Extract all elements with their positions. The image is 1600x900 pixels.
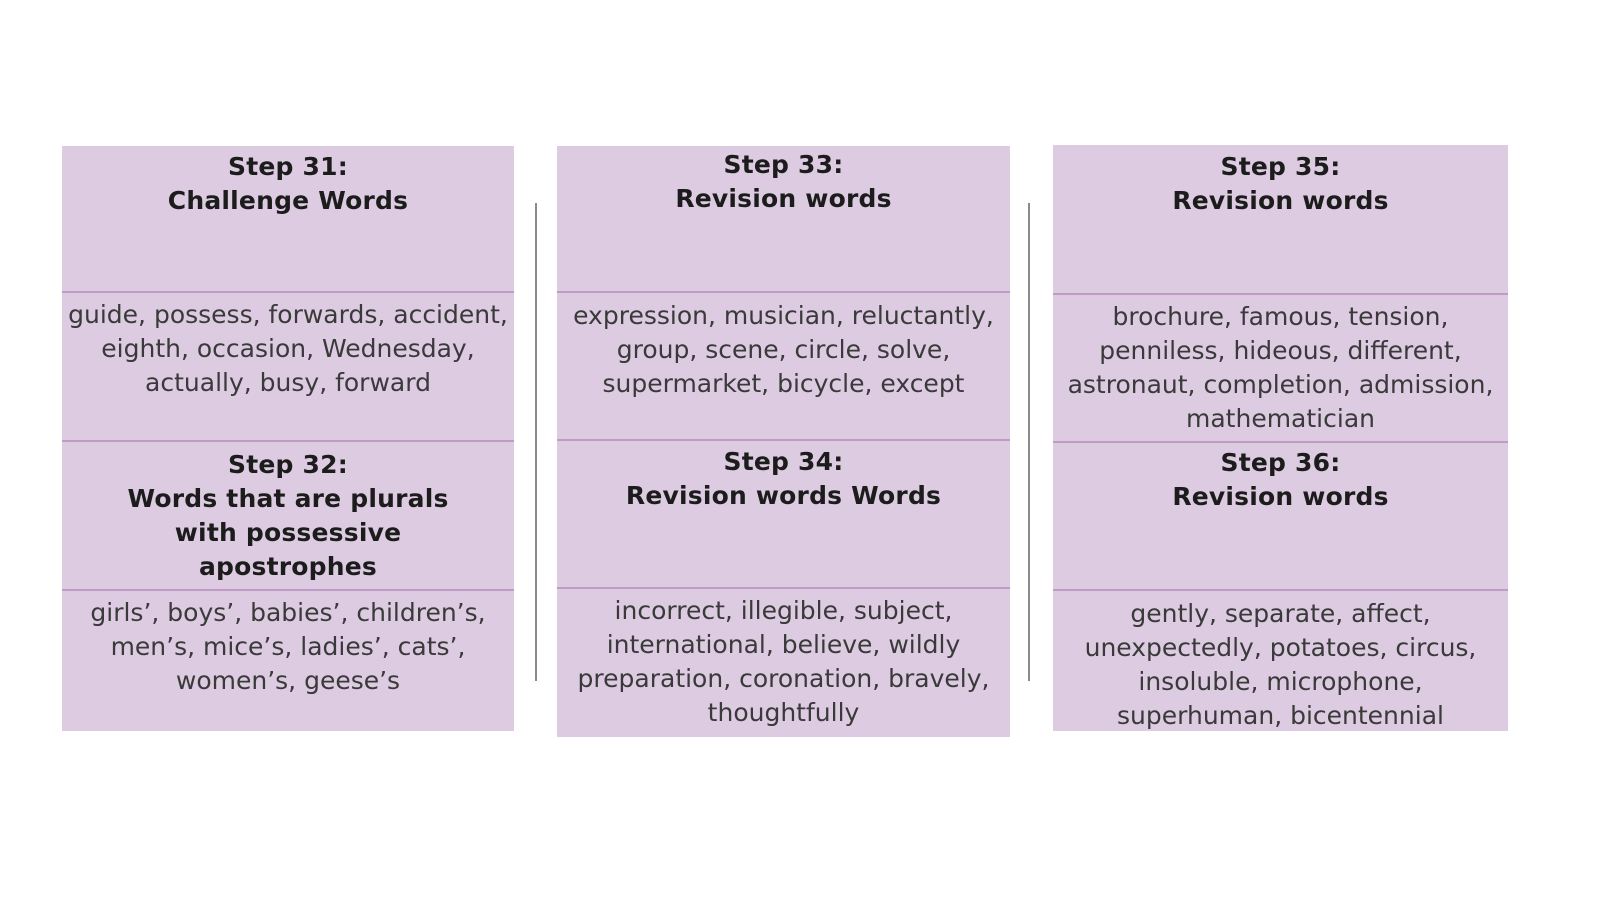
step-33-heading-cell: Step 33: Revision words [557,146,1010,291]
step-34-words: incorrect, illegible, subject, internati… [577,596,990,727]
step-34-title: Revision words Words [625,481,942,510]
step-31-words-cell: guide, possess, forwards, accident, eigh… [62,291,514,440]
column-divider [535,203,537,681]
step-35-number: Step 35: [1220,152,1341,181]
step-34-heading: Step 34: Revision words Words [557,445,1010,513]
step-33-words-cell: expression, musician, reluctantly, group… [557,291,1010,439]
step-card-35-36: Step 35: Revision words brochure, famous… [1053,145,1508,731]
step-31-words: guide, possess, forwards, accident, eigh… [68,300,508,397]
step-33-title: Revision words [675,184,892,213]
step-33-words: expression, musician, reluctantly, group… [573,301,994,398]
step-36-heading: Step 36: Revision words [1053,446,1508,514]
step-36-words: gently, separate, affect, unexpectedly, … [1084,599,1477,730]
step-32-words: girls’, boys’, babies’, children’s, men’… [90,598,486,695]
step-34-heading-cell: Step 34: Revision words Words [557,439,1010,587]
step-32-number: Step 32: [228,450,348,479]
step-32-words-cell: girls’, boys’, babies’, children’s, men’… [62,589,514,731]
step-card-31-32: Step 31: Challenge Words guide, possess,… [62,146,514,731]
step-card-33-34: Step 33: Revision words expression, musi… [557,146,1010,737]
step-35-heading-cell: Step 35: Revision words [1053,145,1508,293]
step-35-title: Revision words [1172,186,1389,215]
step-31-heading: Step 31: Challenge Words [62,150,514,218]
step-35-heading: Step 35: Revision words [1053,150,1508,218]
step-31-heading-cell: Step 31: Challenge Words [62,146,514,291]
step-35-words: brochure, famous, tension, penniless, hi… [1067,302,1494,433]
step-34-words-cell: incorrect, illegible, subject, internati… [557,587,1010,737]
step-32-title: Words that are plurals with possessive a… [127,484,449,581]
step-35-words-cell: brochure, famous, tension, penniless, hi… [1053,293,1508,441]
step-33-number: Step 33: [723,150,844,179]
step-32-heading-cell: Step 32: Words that are plurals with pos… [62,440,514,589]
step-36-number: Step 36: [1220,448,1341,477]
step-32-heading: Step 32: Words that are plurals with pos… [62,448,514,584]
step-31-number: Step 31: [228,152,348,181]
step-36-words-cell: gently, separate, affect, unexpectedly, … [1053,589,1508,731]
step-36-title: Revision words [1172,482,1389,511]
step-36-heading-cell: Step 36: Revision words [1053,441,1508,589]
step-34-number: Step 34: [723,447,844,476]
column-divider [1028,203,1030,681]
step-31-title: Challenge Words [167,186,409,215]
step-33-heading: Step 33: Revision words [557,148,1010,216]
